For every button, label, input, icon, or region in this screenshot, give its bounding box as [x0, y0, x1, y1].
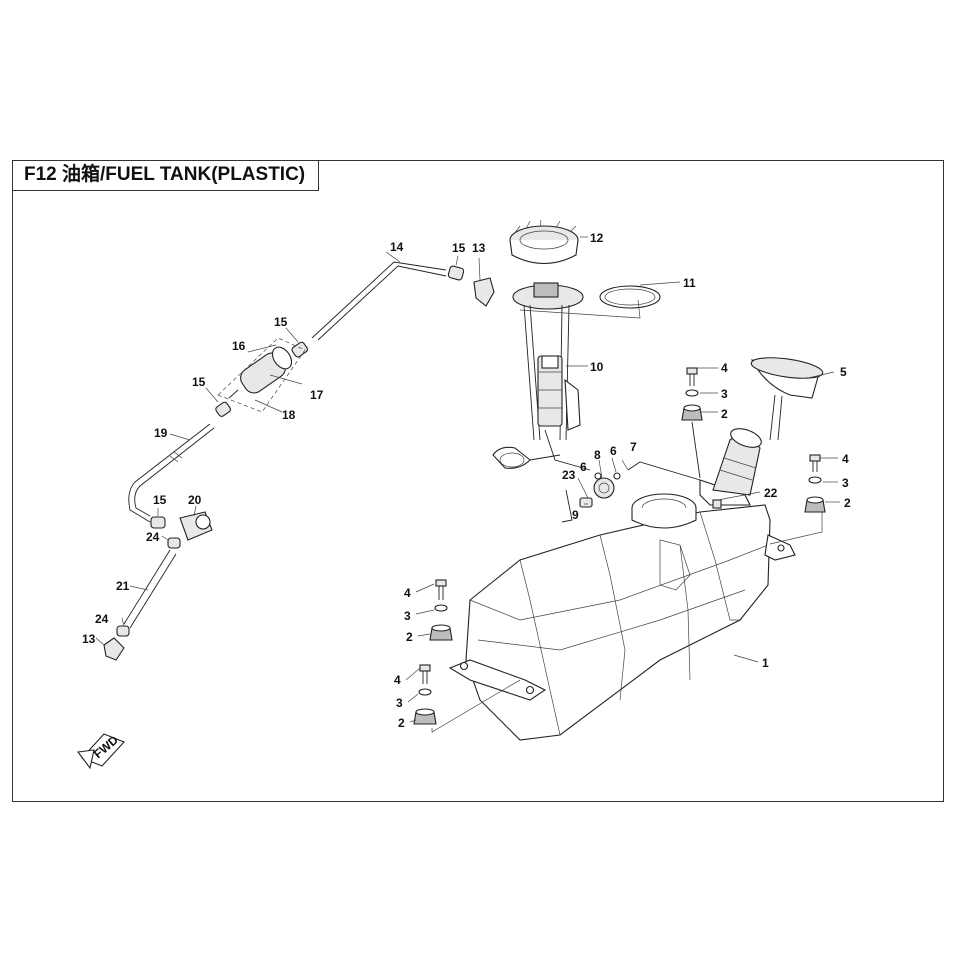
part-10-fuel-pump-assembly — [492, 282, 591, 471]
callout-6-a: 6 — [580, 460, 587, 474]
callout-13-a: 13 — [472, 241, 486, 255]
callout-19: 19 — [154, 426, 168, 440]
callout-3-a: 3 — [721, 387, 728, 401]
callout-3-c: 3 — [404, 609, 411, 623]
callout-9: 9 — [572, 508, 579, 522]
part-21-fuel-hose — [123, 549, 177, 629]
part-12-lock-ring — [509, 219, 579, 264]
title-box — [12, 160, 319, 191]
part-5-vent-hose — [750, 357, 824, 441]
diagram-title: F12 油箱/FUEL TANK(PLASTIC) — [24, 164, 306, 185]
callout-15-c: 15 — [192, 375, 206, 389]
callout-2-c: 2 — [406, 630, 413, 644]
callout-7: 7 — [630, 440, 637, 454]
mount-stack-front-upper — [429, 579, 453, 641]
callout-15-d: 15 — [153, 493, 167, 507]
callout-4-c: 4 — [404, 586, 411, 600]
callout-4-d: 4 — [394, 673, 401, 687]
callout-20: 20 — [188, 493, 202, 507]
part-22-clip — [712, 499, 722, 509]
callout-labels: 12 11 10 14 15 13 15 16 17 15 18 19 15 2… — [82, 231, 851, 730]
part-15-clamps — [150, 265, 465, 529]
fuel-tank-body — [448, 479, 796, 741]
callout-24-a: 24 — [146, 530, 160, 544]
callout-22: 22 — [764, 486, 778, 500]
callout-18: 18 — [282, 408, 296, 422]
callout-23: 23 — [562, 468, 576, 482]
callout-16: 16 — [232, 339, 246, 353]
callout-21: 21 — [116, 579, 130, 593]
part-11-gasket — [599, 285, 661, 309]
callout-6-b: 6 — [610, 444, 617, 458]
callout-15-a: 15 — [452, 241, 466, 255]
part-19-fuel-hose — [128, 423, 215, 523]
callout-4-a: 4 — [721, 361, 728, 375]
part-14-fuel-hose — [311, 261, 447, 341]
callout-13-b: 13 — [82, 632, 96, 646]
callout-5: 5 — [840, 365, 847, 379]
mount-stack-front-lower — [413, 664, 437, 725]
part-9-hose-fitting — [579, 497, 593, 508]
diagram-frame — [12, 160, 944, 802]
part-13-quick-connector — [103, 277, 495, 661]
forward-direction-marker: FWD — [76, 733, 125, 770]
mount-stack-far-right — [804, 454, 826, 513]
callout-24-b: 24 — [95, 612, 109, 626]
callout-15-b: 15 — [274, 315, 288, 329]
callout-3-b: 3 — [842, 476, 849, 490]
callout-11: 11 — [683, 276, 696, 290]
mount-stack-rear-right — [681, 367, 703, 479]
callout-1: 1 — [762, 656, 769, 670]
part-6-orings — [594, 472, 621, 480]
filler-neck — [712, 428, 762, 496]
callout-2-d: 2 — [398, 716, 405, 730]
part-23-clip — [561, 489, 573, 523]
callout-17: 17 — [310, 388, 324, 402]
callout-14: 14 — [390, 240, 404, 254]
callout-2-a: 2 — [721, 407, 728, 421]
callout-10: 10 — [590, 360, 604, 374]
part-20-tee-fitting — [179, 511, 213, 541]
part-17-fuel-filter — [217, 337, 306, 413]
callout-3-d: 3 — [396, 696, 403, 710]
callout-2-b: 2 — [844, 496, 851, 510]
leader-lines — [95, 236, 840, 733]
callout-8: 8 — [594, 448, 601, 462]
part-24-clamps — [116, 537, 181, 637]
part-8-pressure-regulator — [593, 477, 615, 499]
part-7-vent-line — [627, 461, 701, 481]
callout-12: 12 — [590, 231, 604, 245]
callout-4-b: 4 — [842, 452, 849, 466]
